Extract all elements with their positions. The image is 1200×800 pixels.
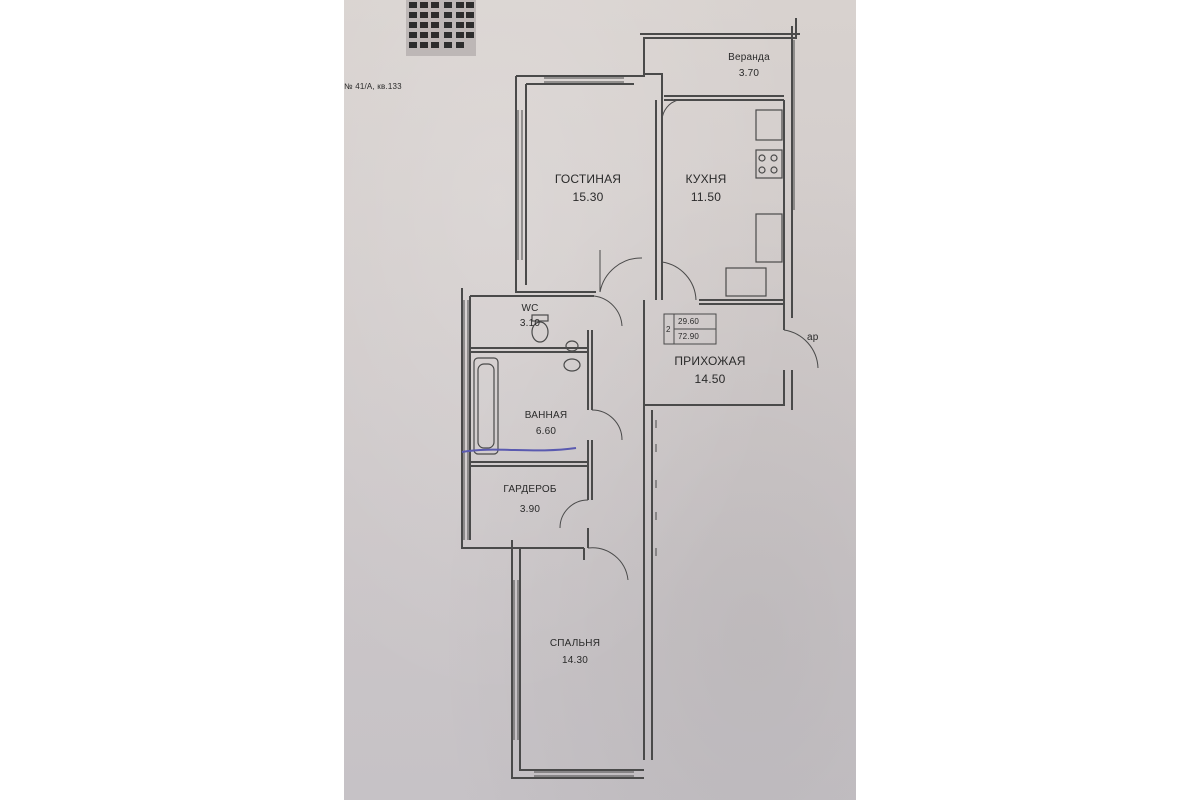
bathroom-name: ВАННАЯ bbox=[524, 410, 568, 421]
address-caption: № 41/А, кв.133 bbox=[344, 82, 402, 91]
wardrobe-area: 3.90 bbox=[519, 504, 541, 515]
bathroom-area: 6.60 bbox=[535, 426, 557, 437]
wardrobe-name: ГАРДЕРОБ bbox=[503, 484, 557, 495]
veranda-area: 3.70 bbox=[738, 68, 760, 79]
living-room-area: 15.30 bbox=[572, 190, 604, 204]
veranda-name: Веранда bbox=[728, 52, 770, 63]
summary-box bbox=[663, 313, 717, 345]
wc-name: WC bbox=[521, 303, 539, 314]
kitchen-area: 11.50 bbox=[690, 190, 722, 204]
total-area: 72.90 bbox=[678, 332, 700, 341]
entrance-marker: ар bbox=[807, 332, 819, 343]
kitchen-name: КУХНЯ bbox=[685, 172, 727, 186]
living-room-name: ГОСТИНАЯ bbox=[554, 172, 622, 186]
floor-plan-drawing bbox=[406, 0, 819, 779]
living-area-total: 29.60 bbox=[678, 317, 700, 326]
building-thumbnail bbox=[406, 0, 476, 56]
fixtures bbox=[473, 109, 783, 455]
walls bbox=[461, 18, 800, 779]
hall-name: ПРИХОЖАЯ bbox=[674, 354, 746, 368]
door-swings bbox=[559, 99, 819, 581]
floor-plan-sheet: № 41/А, кв.133 Веранда 3.70 ГОСТИНАЯ 15.… bbox=[344, 0, 856, 800]
hall-area: 14.50 bbox=[694, 372, 726, 386]
bedroom-name: СПАЛЬНЯ bbox=[549, 638, 601, 649]
window-marks bbox=[463, 40, 795, 777]
room-count: 2 bbox=[666, 325, 671, 334]
bedroom-area: 14.30 bbox=[561, 655, 589, 666]
wc-area: 3.10 bbox=[519, 318, 541, 329]
pen-mark bbox=[461, 447, 577, 453]
